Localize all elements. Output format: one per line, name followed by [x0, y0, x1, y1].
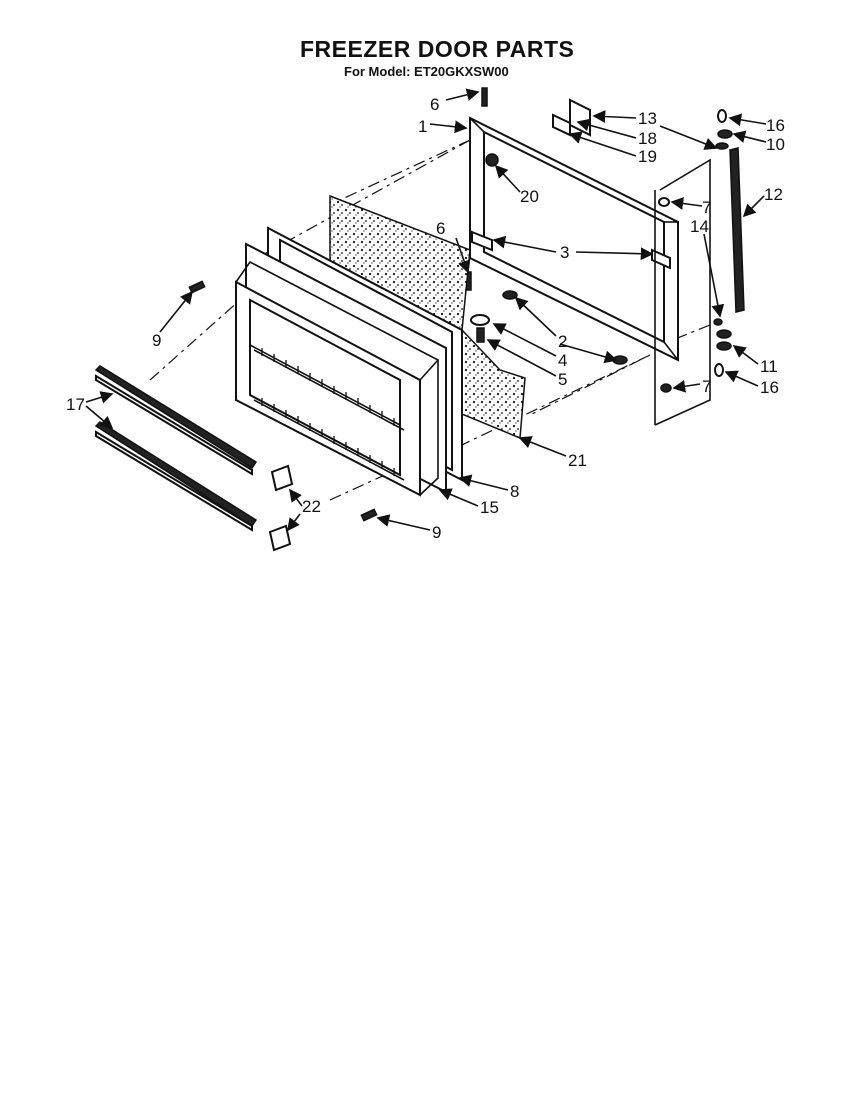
callout-17: 17 — [66, 395, 85, 414]
callout-2: 2 — [558, 332, 567, 351]
callout-14: 14 — [690, 217, 709, 236]
callout-15: 15 — [480, 498, 499, 517]
callout-1: 1 — [418, 117, 427, 136]
callout-18: 18 — [638, 129, 657, 148]
door-liner — [235, 260, 440, 497]
hinge-plate-part-14 — [654, 158, 711, 426]
callout-13: 13 — [638, 109, 657, 128]
callout-16: 16 — [760, 378, 779, 397]
callout-4: 4 — [558, 351, 567, 370]
callout-3: 3 — [560, 243, 569, 262]
callout-9: 9 — [432, 523, 441, 542]
callout-8: 8 — [510, 482, 519, 501]
rod-part-12 — [729, 147, 745, 313]
diagram-title: FREEZER DOOR PARTS — [300, 36, 575, 62]
leader-lines — [85, 88, 767, 532]
small-hardware — [658, 109, 733, 393]
callout-10: 10 — [766, 135, 785, 154]
hinge-pin-part-4-5 — [470, 314, 490, 343]
callout-7: 7 — [702, 198, 711, 217]
callout-21: 21 — [568, 451, 587, 470]
callout-5: 5 — [558, 370, 567, 389]
callout-12: 12 — [764, 185, 783, 204]
screw-part-9 — [188, 280, 378, 522]
callout-9: 9 — [152, 331, 161, 350]
end-cap-part-22 — [268, 464, 294, 552]
callout-19: 19 — [638, 147, 657, 166]
callout-6: 6 — [436, 219, 445, 238]
callout-7: 7 — [702, 377, 711, 396]
callout-20: 20 — [520, 187, 539, 206]
callout-22: 22 — [302, 497, 321, 516]
callout-6: 6 — [430, 95, 439, 114]
callout-labels: 6 1 13 18 19 16 10 12 20 7 14 6 3 2 4 5 … — [66, 95, 785, 542]
plug-part-20 — [485, 153, 499, 167]
bracket-part-13 — [552, 98, 591, 137]
door-frame-part-1 — [469, 116, 679, 362]
callout-11: 11 — [760, 357, 778, 376]
model-subtitle: For Model: ET20GKXSW00 — [344, 64, 509, 79]
trim-strip-part-17 — [94, 365, 258, 532]
callout-16: 16 — [766, 116, 785, 135]
